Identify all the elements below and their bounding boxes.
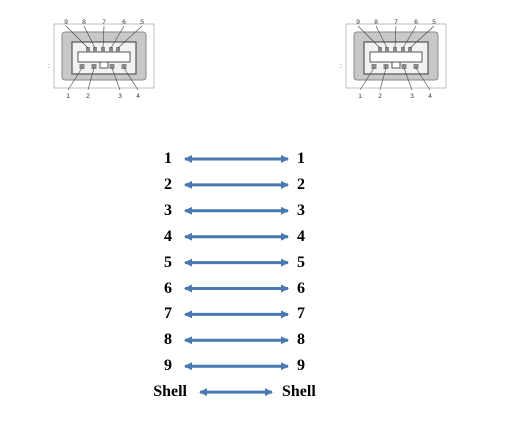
contact-pin-1 xyxy=(371,64,377,69)
pin-leader-line xyxy=(402,25,417,49)
pin-number-label: 9 xyxy=(64,19,68,26)
connector-key-notch xyxy=(391,61,401,69)
connector-right-svg: 9 8 7 6 5 1 2 3 4: xyxy=(340,19,447,100)
pin-leader-line xyxy=(117,25,143,49)
pin-leader-line xyxy=(379,67,387,91)
contact-pin-9 xyxy=(378,47,382,52)
pin-map-left-label: 2 xyxy=(164,175,172,193)
pin-map-right-label: 9 xyxy=(297,357,305,375)
pin-number-label: 9 xyxy=(356,19,360,26)
contact-pin-8 xyxy=(385,47,389,52)
pin-leader-line xyxy=(65,25,89,49)
pin-number-label: 8 xyxy=(82,19,86,26)
connector-left-svg: 9 8 7 6 5 1 2 3 4: xyxy=(48,19,155,100)
pin-number-label: 4 xyxy=(428,93,432,100)
pin-leader-line xyxy=(102,25,105,49)
pin-map-right-label: 1 xyxy=(297,150,305,167)
pin-leader-line xyxy=(415,67,431,91)
pin-map-right-label: 6 xyxy=(297,279,305,297)
pin-map-left-label: 4 xyxy=(164,227,172,245)
pin-leader-line xyxy=(83,25,96,49)
pin-number-label: 6 xyxy=(414,19,418,26)
pin-map-left-label: 5 xyxy=(164,253,172,271)
pin-leader-line xyxy=(394,25,397,49)
contact-pin-5 xyxy=(408,47,412,52)
pin-leader-line xyxy=(357,25,381,49)
contact-pin-8 xyxy=(93,47,97,52)
pin-leader-line xyxy=(87,67,95,91)
pin-leader-line xyxy=(111,67,121,91)
pin-leader-line xyxy=(67,67,83,91)
pin-leader-line xyxy=(403,67,413,91)
pin-number-label: 5 xyxy=(140,19,144,26)
pin-number-label: 6 xyxy=(122,19,126,26)
pin-map-right-label: 3 xyxy=(297,201,305,219)
pin-number-label: 5 xyxy=(432,19,436,26)
pin-leader-line xyxy=(409,25,435,49)
contact-pin-9 xyxy=(86,47,90,52)
contact-pin-2 xyxy=(383,64,389,69)
pin-map-right-label: 4 xyxy=(297,227,305,245)
pin-number-label: 7 xyxy=(394,19,398,26)
pin-number-label: 1 xyxy=(66,93,70,100)
contact-pin-4 xyxy=(121,64,127,69)
contact-pin-3 xyxy=(401,64,407,69)
pin-map-right-label: 2 xyxy=(297,175,305,193)
pin-number-label: 7 xyxy=(102,19,106,26)
contact-pin-7 xyxy=(393,47,397,52)
pin-leader-line xyxy=(123,67,139,91)
pin-map-right-label: 7 xyxy=(297,305,305,323)
contact-pin-4 xyxy=(413,64,419,69)
pin-map-left-label: 8 xyxy=(164,331,172,349)
contact-pin-1 xyxy=(79,64,85,69)
pin-number-label: 2 xyxy=(378,93,382,100)
pin-number-label: 8 xyxy=(374,19,378,26)
pin-map-right-label: 5 xyxy=(297,253,305,271)
pin-number-label: 2 xyxy=(86,93,90,100)
pin-map-right-label: Shell xyxy=(282,383,316,401)
pin-map-left-label: Shell xyxy=(153,383,187,401)
pin-map-right-label: 8 xyxy=(297,331,305,349)
connector-side-mark: : xyxy=(48,63,50,70)
connector-side-mark: : xyxy=(340,63,342,70)
pin-leader-line xyxy=(375,25,388,49)
pin-map-left-label: 6 xyxy=(164,279,172,297)
contact-pin-6 xyxy=(109,47,113,52)
pin-number-label: 3 xyxy=(410,93,414,100)
pin-leader-line xyxy=(359,67,375,91)
pin-number-label: 4 xyxy=(136,93,140,100)
connector-right-diagram: 9 8 7 6 5 1 2 3 4: xyxy=(340,19,450,110)
contact-pin-3 xyxy=(109,64,115,69)
contact-pin-2 xyxy=(91,64,97,69)
pin-number-label: 3 xyxy=(118,93,122,100)
pin-map-left-label: 1 xyxy=(164,150,172,167)
connector-key-notch xyxy=(99,61,109,69)
contact-pin-6 xyxy=(401,47,405,52)
contact-pin-7 xyxy=(101,47,105,52)
pin-number-label: 1 xyxy=(358,93,362,100)
pin-leader-line xyxy=(110,25,125,49)
pin-map-left-label: 3 xyxy=(164,201,172,219)
connector-left-diagram: 9 8 7 6 5 1 2 3 4: xyxy=(48,19,158,110)
pin-map-left-label: 9 xyxy=(164,357,172,375)
contact-pin-5 xyxy=(116,47,120,52)
pin-map-left-label: 7 xyxy=(164,305,172,323)
